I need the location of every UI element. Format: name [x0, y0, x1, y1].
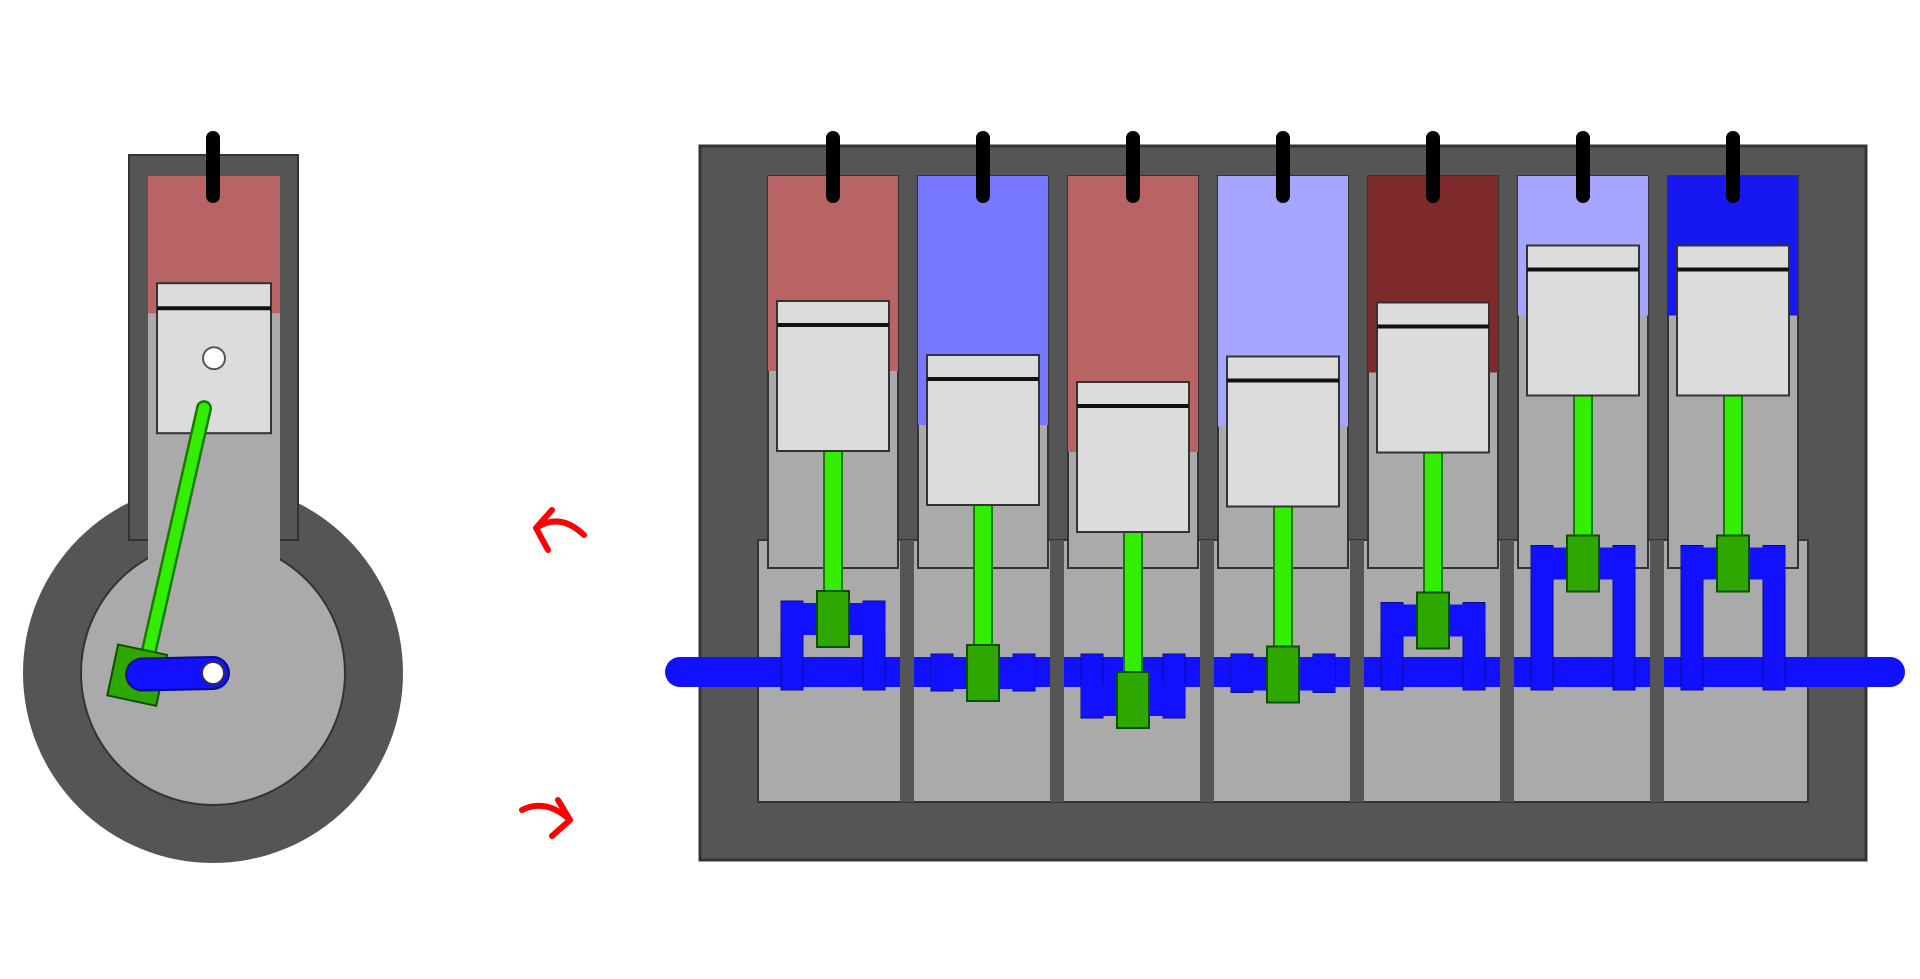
- rotation-arrow-bottom: [519, 797, 573, 839]
- crankcase-divider-2: [1050, 540, 1064, 802]
- crank-pin-4: [1266, 645, 1300, 704]
- crank-web-right-7: [1762, 545, 1786, 691]
- rotation-arrows: [519, 507, 587, 839]
- crank-web-left-7: [1680, 545, 1704, 691]
- crank-pin-2: [966, 644, 1000, 702]
- crank-pin-7: [1716, 534, 1750, 593]
- crank-pin-5: [1416, 591, 1450, 650]
- crank-pin-6: [1566, 534, 1600, 593]
- crankcase-divider-6: [1650, 540, 1664, 802]
- rotation-arrow-top: [533, 507, 587, 553]
- crankcase-divider-3: [1200, 540, 1214, 802]
- crankcase-divider-4: [1350, 540, 1364, 802]
- inline-engine-block: [665, 131, 1905, 862]
- engine-side-view: [23, 131, 403, 863]
- crank-pin-1: [816, 590, 850, 648]
- connecting-rod: [140, 402, 210, 669]
- crank-web-left-6: [1530, 545, 1554, 691]
- crank-web-right-6: [1612, 545, 1636, 691]
- crank-pin-3: [1116, 671, 1150, 729]
- crankcase-divider-5: [1500, 540, 1514, 802]
- wrist-pin: [202, 346, 226, 371]
- crankcase-divider-1: [900, 540, 914, 802]
- crankshaft-axis: [201, 661, 225, 685]
